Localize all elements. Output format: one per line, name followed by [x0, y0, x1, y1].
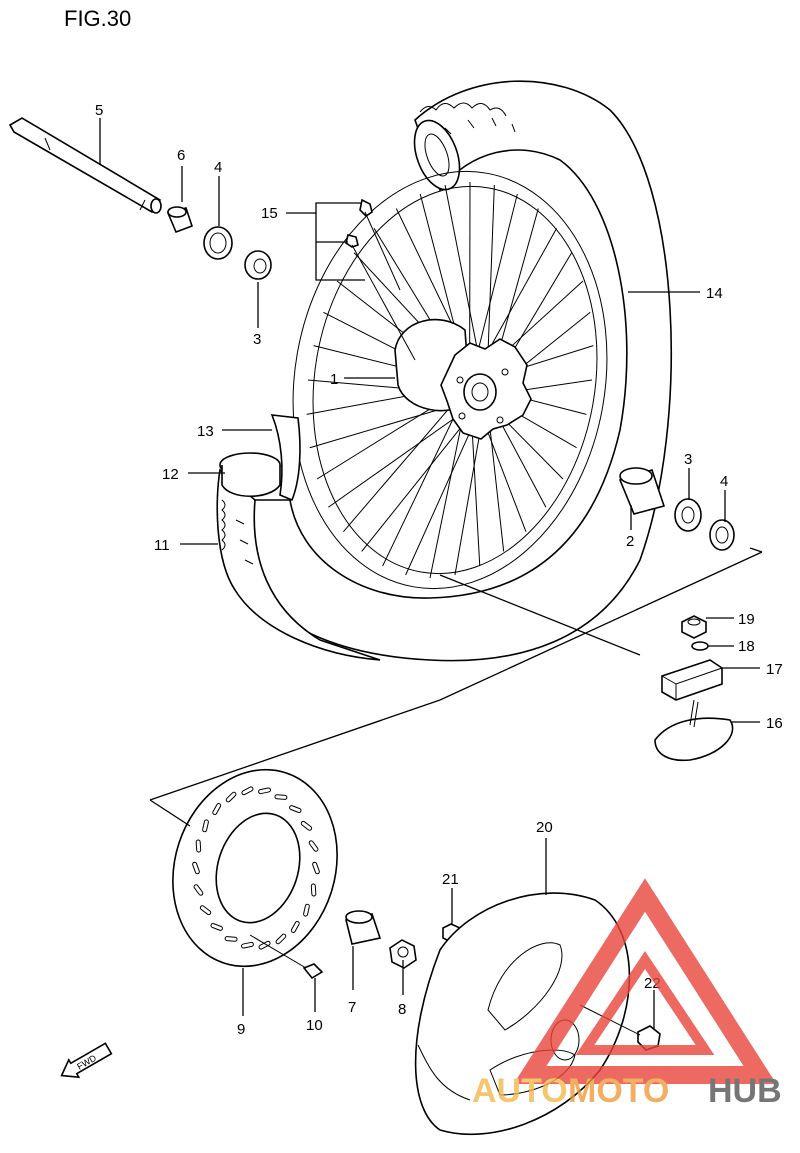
disc-slot: [303, 903, 310, 917]
disc-slot: [308, 840, 319, 852]
part-label-9: 9: [237, 1021, 245, 1038]
bearing-3-left: [244, 250, 272, 280]
part-label-3b: 3: [684, 451, 692, 468]
oil-seal-4-left: [203, 226, 233, 260]
part-label-21: 21: [442, 871, 459, 888]
part-label-4: 4: [214, 159, 222, 176]
spoke-nipples-15: [345, 198, 416, 361]
disc-slot: [195, 839, 202, 853]
disc-slot: [300, 820, 313, 831]
part-label-13: 13: [197, 423, 214, 440]
disc-slot: [275, 933, 287, 945]
part-label-12: 12: [162, 466, 179, 483]
part-label-18: 18: [738, 638, 755, 655]
part-label-14: 14: [706, 285, 723, 302]
disc-slot: [225, 791, 237, 803]
part-label-7: 7: [348, 999, 356, 1016]
disc-slot: [312, 861, 320, 875]
watermark-text-moto: MOTO: [568, 1072, 669, 1110]
rim-lock-nut-19: [681, 615, 707, 639]
disc-slot: [192, 861, 200, 875]
front-axle: [8, 117, 162, 214]
part-label-2: 2: [626, 533, 634, 550]
figure-title: FIG.30: [64, 6, 132, 31]
disc-slot: [289, 805, 302, 813]
part-label-20: 20: [536, 819, 553, 836]
watermark-text-auto: AUTO: [472, 1072, 568, 1110]
part-label-6: 6: [177, 147, 185, 164]
guide-lines: [149, 547, 763, 827]
forward-direction-arrow: FWD: [60, 1042, 113, 1079]
disc-slot: [193, 884, 204, 896]
tube-and-tire-section: [216, 414, 381, 661]
spacer-6: [166, 206, 194, 234]
disc-slot: [224, 936, 238, 942]
bearing-3-right: [674, 498, 702, 532]
rim-lock-pad-17: [661, 659, 723, 701]
part-label-5: 5: [95, 102, 103, 119]
part-label-4b: 4: [720, 473, 728, 490]
disc-slot: [310, 883, 317, 897]
rim-lock-16: [654, 699, 734, 762]
oil-seal-4-right: [709, 519, 735, 551]
part-label-17: 17: [766, 661, 783, 678]
wheel-spokes: [306, 181, 594, 579]
part-label-8: 8: [398, 1001, 406, 1018]
part-label-1: 1: [330, 371, 338, 388]
washer-18: [691, 641, 709, 651]
wheel-rim: [292, 170, 608, 590]
part-label-16: 16: [766, 715, 783, 732]
watermark-logo: AUTO MOTO HUB: [472, 878, 782, 1110]
part-labels: 5 6 4 3 15 1 13 12 11 14 3 4 2 19 18 17 …: [95, 102, 783, 1038]
disc-slot: [290, 920, 300, 933]
part-label-15: 15: [261, 205, 278, 222]
disc-slot: [258, 787, 271, 795]
disc-slot: [210, 923, 223, 931]
disc-slot: [212, 803, 222, 816]
part-label-3: 3: [253, 331, 261, 348]
wheel-hub: [394, 318, 532, 440]
watermark-text-hub: HUB: [708, 1072, 782, 1110]
disc-slot: [241, 941, 254, 949]
leader-lines: [99, 118, 760, 1030]
part-label-11: 11: [154, 537, 170, 554]
disc-slot: [199, 905, 212, 916]
spacer-7: [345, 910, 382, 945]
spacer-2: [618, 467, 666, 515]
part-label-19: 19: [738, 611, 755, 628]
disc-bolt-10: [249, 934, 324, 980]
disc-slot: [241, 786, 254, 796]
part-label-10: 10: [306, 1017, 323, 1034]
nut-8: [389, 939, 417, 969]
disc-slot: [202, 819, 209, 833]
disc-slot: [274, 794, 288, 800]
brake-disc: [172, 768, 338, 968]
